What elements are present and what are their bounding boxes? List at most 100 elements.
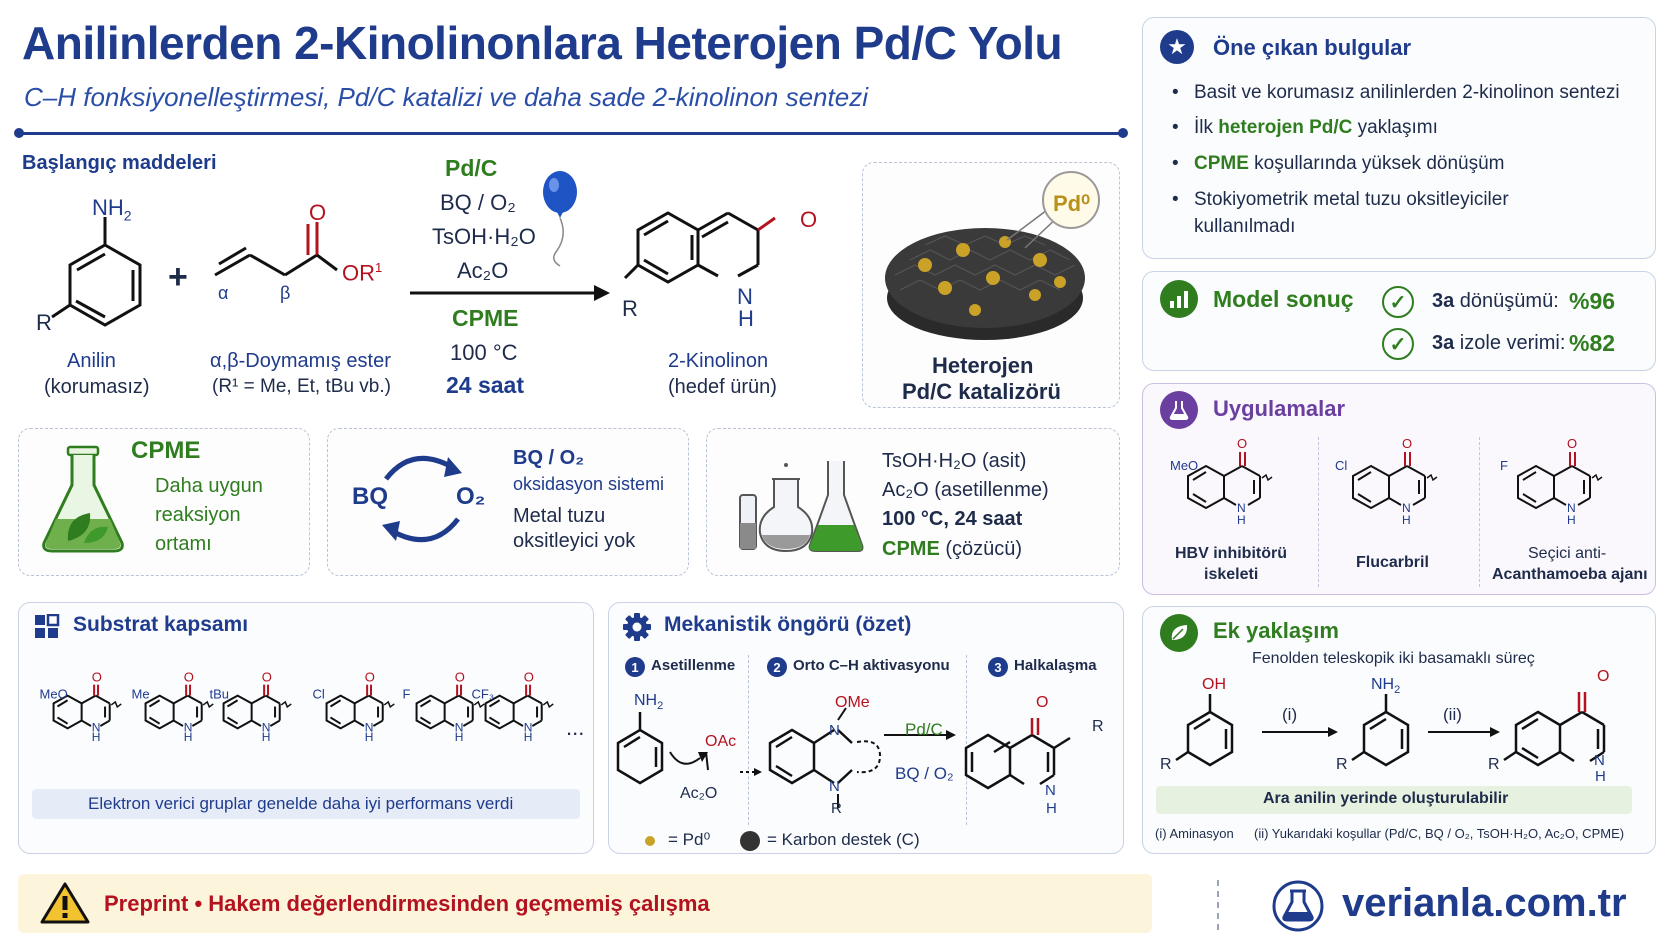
scope-5-h: H	[524, 730, 533, 744]
step-1-label: Asetillenme	[651, 657, 736, 674]
mech-pdc: Pd/C	[905, 720, 943, 739]
mech-oac: OAc	[705, 733, 737, 750]
extra-scheme	[1175, 692, 1606, 767]
highlights-title: Öne çıkan bulgular	[1213, 35, 1412, 60]
cpme-text-2: reaksiyon	[155, 504, 241, 526]
extra-title: Ek yaklaşım	[1213, 618, 1339, 643]
cpme-card-title: CPME	[131, 437, 201, 464]
balloon-icon	[543, 171, 577, 267]
product-o: O	[800, 207, 818, 232]
step-divider-1	[748, 655, 749, 825]
mech-r-product: R	[1092, 718, 1104, 735]
redox-o2: O₂	[456, 483, 486, 510]
condition-line-1: TsOH·H₂O (asit)	[882, 450, 1027, 472]
substrate-note-banner	[32, 789, 580, 819]
pdc-catalyst-illustration	[885, 171, 1100, 340]
cond-temp: 100 °C	[450, 340, 518, 365]
check-icon-yield: ✓	[1382, 328, 1414, 360]
extra-foot-ii: (ii) Yukarıdaki koşullar (Pd/C, BQ / O₂,…	[1254, 826, 1625, 841]
app-1-o: O	[1402, 436, 1412, 451]
highlight-2-hl: heterojen Pd/C	[1218, 117, 1353, 138]
catalyst-label-1: Heterojen	[932, 353, 1034, 378]
highlight-2-post: yaklaşımı	[1352, 117, 1438, 138]
product-r: R	[622, 296, 638, 321]
extra-oh: OH	[1202, 676, 1226, 693]
app-0-h: H	[1237, 513, 1246, 527]
extra-h: H	[1595, 768, 1606, 785]
mech-r: R	[831, 800, 842, 817]
mech-h-product: H	[1046, 800, 1057, 817]
scope-1-h: H	[184, 730, 193, 744]
product-h: H	[738, 306, 754, 331]
scope-1-o: O	[184, 670, 194, 685]
cpme-text-1: Daha uygun	[155, 475, 263, 497]
extra-banner-text: Ara anilin yerinde oluşturulabilir	[1263, 790, 1509, 807]
app-1-n: N	[1402, 501, 1411, 515]
scope-4-h: H	[455, 730, 464, 744]
legend-pd: = Pd⁰	[668, 830, 711, 849]
mechanism-structures	[616, 707, 1071, 808]
footer-divider	[1217, 880, 1219, 930]
check-icon-conversion: ✓	[1382, 286, 1414, 318]
oxidation-title: BQ / O₂	[513, 447, 585, 469]
app-0-o: O	[1237, 436, 1247, 451]
scope-4-o: O	[455, 670, 465, 685]
scope-0-substituent: MeO	[40, 687, 68, 702]
leaf-icon	[1160, 614, 1198, 652]
brand-flask-icon	[1272, 880, 1324, 932]
warning-icon	[40, 882, 90, 924]
warning-banner	[18, 874, 1152, 933]
mech-o: O	[1036, 694, 1049, 711]
extra-r-2: R	[1336, 756, 1348, 773]
cond-oxidant: BQ / O₂	[440, 190, 516, 215]
app-divider-2	[1479, 437, 1480, 587]
scope-1-substituent: Me	[132, 687, 150, 702]
app-1-name-2: iskeleti	[1204, 566, 1259, 583]
app-1-h: H	[1402, 513, 1411, 527]
conversion-label: dönüşümü:	[1454, 290, 1559, 312]
app-3-name-1: Seçici anti-	[1528, 545, 1607, 562]
app-1-substituent: Cl	[1335, 458, 1347, 473]
brand-name[interactable]: verianla.com.tr	[1342, 881, 1627, 925]
scope-5-substituent: CF₃	[472, 687, 495, 702]
flask-leaf-icon	[42, 445, 124, 553]
mech-n-product: N	[1045, 782, 1056, 799]
mech-ac2o: Ac₂O	[680, 785, 718, 802]
app-divider-1	[1318, 437, 1319, 587]
app-0-n: N	[1237, 501, 1246, 515]
quinolinone-product-structure	[623, 211, 776, 284]
scope-0-h: H	[92, 730, 101, 744]
app-1-name-1: HBV inhibitörü	[1175, 545, 1287, 562]
applications-card	[1142, 383, 1656, 595]
alpha-label: α	[218, 283, 229, 303]
app-2-name-1: Flucarbril	[1356, 554, 1429, 571]
scope-5-n: N	[524, 720, 533, 734]
product-name: 2-Kinolinon	[668, 350, 769, 372]
legend-carbon: = Karbon destek (C)	[767, 830, 920, 849]
carbon-legend-dot	[740, 831, 760, 851]
scope-0-n: N	[92, 720, 101, 734]
cond-acid: TsOH·H₂O	[432, 224, 536, 249]
pd0-badge: Pd⁰	[1053, 191, 1090, 216]
catalyst-label-2: Pd/C katalizörü	[902, 379, 1061, 404]
glassware-icon	[739, 461, 864, 553]
cond-catalyst: Pd/C	[445, 155, 498, 181]
mechanism-title: Mekanistik öngörü (özet)	[664, 613, 912, 636]
highlight-1: Basit ve korumasız anilinlerden 2-kinoli…	[1194, 82, 1620, 103]
redox-cycle-icon	[382, 455, 462, 543]
condition-cpme: CPME	[882, 538, 940, 560]
cpme-text-3: ortamı	[155, 533, 212, 555]
scope-2-o: O	[262, 670, 272, 685]
scope-3-substituent: Cl	[313, 687, 325, 702]
condition-cpme-rest: (çözücü)	[939, 538, 1023, 560]
gear-icon	[623, 613, 651, 641]
aniline-nh2: NH	[92, 195, 124, 220]
extra-banner	[1156, 786, 1632, 814]
applications-title: Uygulamalar	[1213, 396, 1346, 421]
